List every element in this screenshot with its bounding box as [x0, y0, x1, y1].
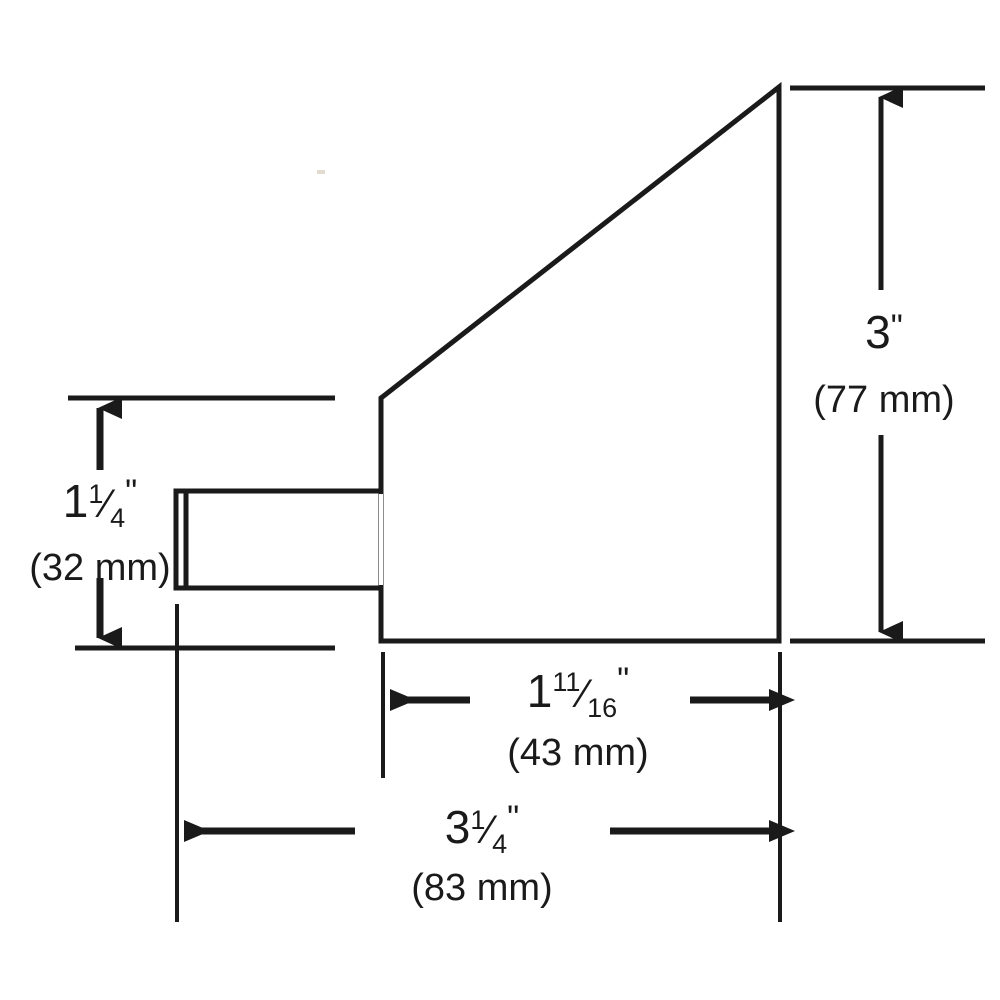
dim-frac-den-stem: 4 — [110, 503, 125, 533]
body-wedge-profile — [378, 81, 782, 644]
dim-metric-overall-depth: (83 mm) — [411, 867, 552, 909]
dimension-overall-depth: 31⁄4" (83 mm) — [184, 799, 795, 909]
dim-label-overall-depth: 31⁄4" — [445, 799, 519, 859]
dim-label-overall-height: 3" — [865, 306, 903, 358]
dim-whole-depth: 1 — [527, 665, 553, 717]
dim-whole-height: 3 — [865, 306, 891, 358]
part-outline — [173, 81, 782, 644]
dim-unit-depth: " — [617, 661, 629, 699]
dim-whole-overall: 3 — [445, 801, 471, 853]
dim-metric-body-depth: (43 mm) — [507, 732, 648, 774]
dimension-body-depth: 111⁄16" (43 mm) — [390, 661, 795, 774]
dim-metric-overall-height: (77 mm) — [813, 379, 954, 421]
stem-tube-profile — [183, 488, 384, 591]
dim-unit-stem: " — [125, 473, 137, 511]
dim-frac-den-depth: 16 — [587, 693, 617, 723]
dim-whole-stem: 1 — [63, 475, 89, 527]
dim-frac-den-overall: 4 — [492, 829, 507, 859]
dim-unit-height: " — [891, 308, 903, 346]
dim-metric-stem-height: (32 mm) — [29, 547, 170, 589]
dim-frac-num-overall: 1 — [470, 805, 485, 835]
dimension-overall-height: 3" (77 mm) — [813, 86, 955, 643]
stem-wall-thickness — [173, 488, 189, 591]
dim-frac-num-depth: 11 — [552, 667, 580, 697]
dim-frac-num-stem: 1 — [88, 479, 103, 509]
dim-unit-overall: " — [507, 799, 519, 837]
scan-artifact-speck — [317, 170, 325, 174]
dimension-stem-height: 11⁄4" (32 mm) — [29, 397, 171, 649]
dim-label-body-depth: 111⁄16" — [527, 661, 629, 723]
dim-label-stem-height: 11⁄4" — [63, 473, 137, 533]
